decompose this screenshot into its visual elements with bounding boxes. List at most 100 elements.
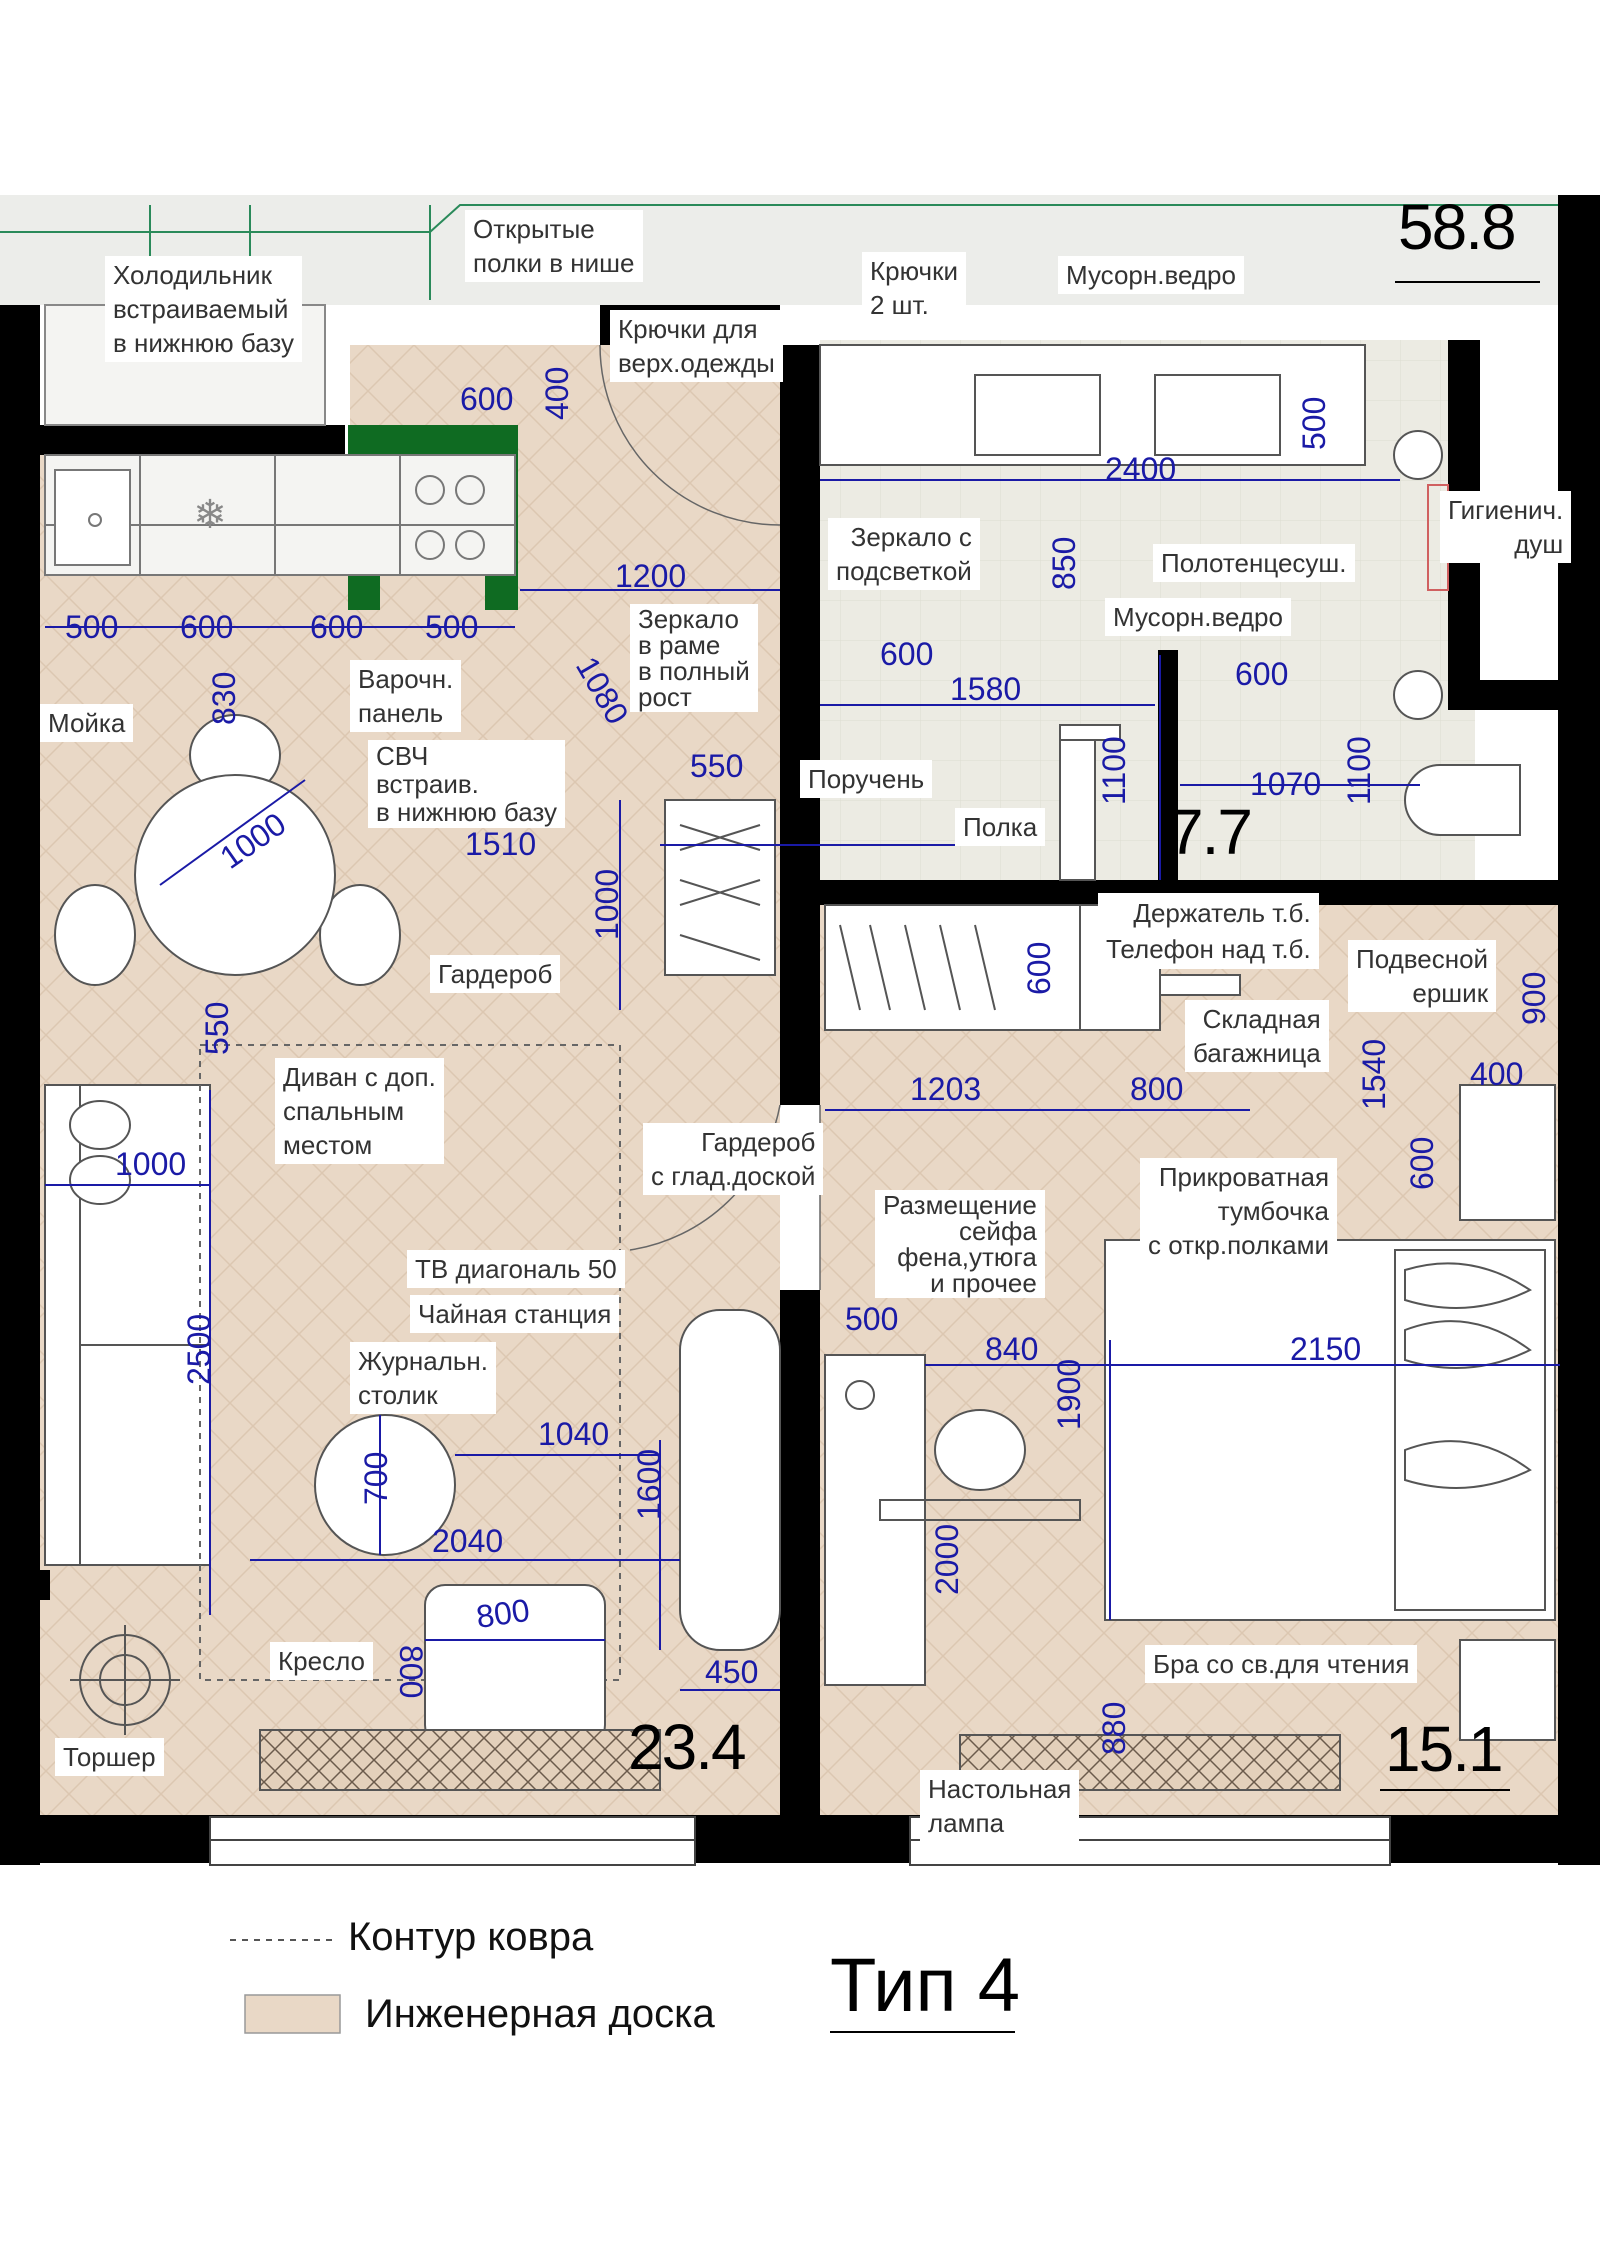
area-living: 23.4 <box>628 1711 747 1783</box>
dim-900: 900 <box>1516 972 1552 1025</box>
dim-1100-b: 1100 <box>1341 736 1377 805</box>
dimension-lines <box>45 479 1560 1691</box>
dim-500-sink: 500 <box>1296 397 1332 450</box>
dim-400-niche: 400 <box>539 367 575 420</box>
dim-2400: 2400 <box>1105 451 1176 487</box>
dim-1200: 1200 <box>615 558 686 594</box>
label-nightstand: Прикроватная тумбочка с откр.полками <box>1140 1158 1338 1264</box>
dim-880: 880 <box>1096 1702 1132 1755</box>
label-dryer-safe: Размещение сейфа фена,утюга и прочее <box>875 1190 1045 1298</box>
dim-1100-a: 1100 <box>1096 736 1132 805</box>
dim-550-wardrobe: 550 <box>690 748 743 784</box>
dim-1900: 1900 <box>1051 1359 1087 1430</box>
dim-2000: 2000 <box>929 1524 965 1595</box>
coffee-table <box>314 1414 456 1556</box>
label-tv: ТВ диагональ 50 <box>407 1250 625 1288</box>
label-mirror-full: Зеркало в раме в полный рост <box>630 604 758 712</box>
area-bedroom: 15.1 <box>1385 1713 1504 1785</box>
label-cooktop: Варочн. панель <box>350 660 462 732</box>
dim-550-sofa: 550 <box>199 1002 235 1055</box>
label-hooks-2: Крючки 2 шт. <box>862 252 966 324</box>
wall-right <box>1558 195 1600 1865</box>
dim-600-bath-b: 600 <box>1235 656 1288 692</box>
label-sink: Мойка <box>40 704 134 742</box>
dim-600-niche: 600 <box>460 381 513 417</box>
carpet-outline <box>199 1044 621 1681</box>
radiator-living <box>259 1729 661 1791</box>
dim-2040: 2040 <box>432 1523 503 1559</box>
bath-fixtures <box>819 344 1521 881</box>
label-hooks-top: Крючки для верх.одежды <box>610 310 783 382</box>
area-bathroom: 7.7 <box>1168 796 1253 868</box>
wall-mid-top <box>780 345 820 1105</box>
dim-1510: 1510 <box>465 826 536 862</box>
dim-1000-sofa: 1000 <box>115 1146 186 1182</box>
dim-800-armchair-side: 800 <box>393 1645 429 1698</box>
label-open-shelves: Открытые полки в нише <box>465 210 643 282</box>
dim-1580: 1580 <box>950 671 1021 707</box>
desk <box>824 1354 1081 1686</box>
label-trash-bath: Мусорн.ведро <box>1105 598 1291 636</box>
legend-board-swatch <box>244 1994 341 2034</box>
dim-2500: 2500 <box>181 1314 217 1385</box>
dim-2150: 2150 <box>1290 1331 1361 1367</box>
dim-800-armchair: 800 <box>474 1592 532 1635</box>
wall-mid-bottom <box>780 1290 820 1815</box>
dim-850: 850 <box>1046 537 1082 590</box>
legend-board: Инженерная доска <box>365 1992 715 2036</box>
label-tea-station: Чайная станция <box>410 1295 620 1333</box>
wall-wc <box>1158 650 1178 880</box>
label-microwave: СВЧ встраив. в нижнюю базу <box>368 740 565 828</box>
wall-left <box>0 305 40 1865</box>
label-hanging-brush: Подвесной ершик <box>1348 940 1497 1012</box>
dim-700: 700 <box>358 1452 394 1505</box>
dim-1000-wardrobe: 1000 <box>589 869 625 940</box>
legend-carpet: Контур ковра <box>348 1915 594 1959</box>
label-wardrobe-board: Гардероб с глад.доской <box>643 1123 824 1195</box>
wardrobe-bedroom <box>824 904 1241 1031</box>
dim-1600: 1600 <box>631 1449 667 1520</box>
bed <box>1104 1084 1556 1741</box>
label-armchair: Кресло <box>270 1642 373 1680</box>
dim-600-bedroom-wardrobe: 600 <box>1021 942 1057 995</box>
kitchen-counter <box>44 454 516 576</box>
label-shelf: Полка <box>955 808 1046 846</box>
dim-600-cabinet-b: 600 <box>310 609 363 645</box>
dim-600-nightstand: 600 <box>1404 1137 1440 1190</box>
label-folding-rack: Складная багажница <box>1185 1000 1329 1072</box>
wardrobe-living <box>664 799 776 976</box>
snowflake-icon: ❄ <box>193 493 227 537</box>
dim-800-bedroom: 800 <box>1130 1071 1183 1107</box>
label-mirror-light: Зеркало с подсветкой <box>828 518 980 590</box>
dim-600-bath-a: 600 <box>880 636 933 672</box>
dim-1203: 1203 <box>910 1071 981 1107</box>
dining-table <box>54 714 401 986</box>
plan-title: Тип 4 <box>830 1943 1021 2028</box>
label-handrail: Поручень <box>800 760 933 798</box>
dim-830: 830 <box>206 672 242 725</box>
dim-1070: 1070 <box>1250 766 1321 802</box>
dim-450: 450 <box>705 1654 758 1690</box>
dim-1040: 1040 <box>538 1416 609 1452</box>
tv-unit <box>679 1309 781 1651</box>
label-desk-lamp: Настольная лампа <box>920 1770 1080 1842</box>
label-floor-lamp: Торшер <box>55 1738 164 1776</box>
label-hygienic-shower: Гигиенич. душ <box>1440 491 1572 563</box>
dim-600-cabinet-a: 600 <box>180 609 233 645</box>
dim-400-nightstand: 400 <box>1470 1056 1523 1092</box>
dim-500-cooktop: 500 <box>425 609 478 645</box>
area-total: 58.8 <box>1398 191 1517 263</box>
label-reading-sconce: Бра со св.для чтения <box>1145 1645 1418 1683</box>
label-towel-dryer: Полотенцесуш. <box>1153 544 1355 582</box>
dim-500-desk: 500 <box>845 1301 898 1337</box>
label-paper-holder: Держатель т.б. Телефон над т.б. <box>1098 893 1319 969</box>
label-trash-top: Мусорн.ведро <box>1058 256 1244 294</box>
label-sofa: Диван с доп. спальным местом <box>275 1058 444 1164</box>
dim-840: 840 <box>985 1331 1038 1367</box>
label-coffee-table: Журнальн. столик <box>350 1342 496 1414</box>
dim-500-sink-left: 500 <box>65 609 118 645</box>
label-fridge: Холодильник встраиваемый в нижнюю базу <box>105 256 302 362</box>
dim-1540: 1540 <box>1356 1039 1392 1110</box>
floor-lamp-symbol <box>70 1625 180 1735</box>
label-wardrobe: Гардероб <box>430 955 561 993</box>
